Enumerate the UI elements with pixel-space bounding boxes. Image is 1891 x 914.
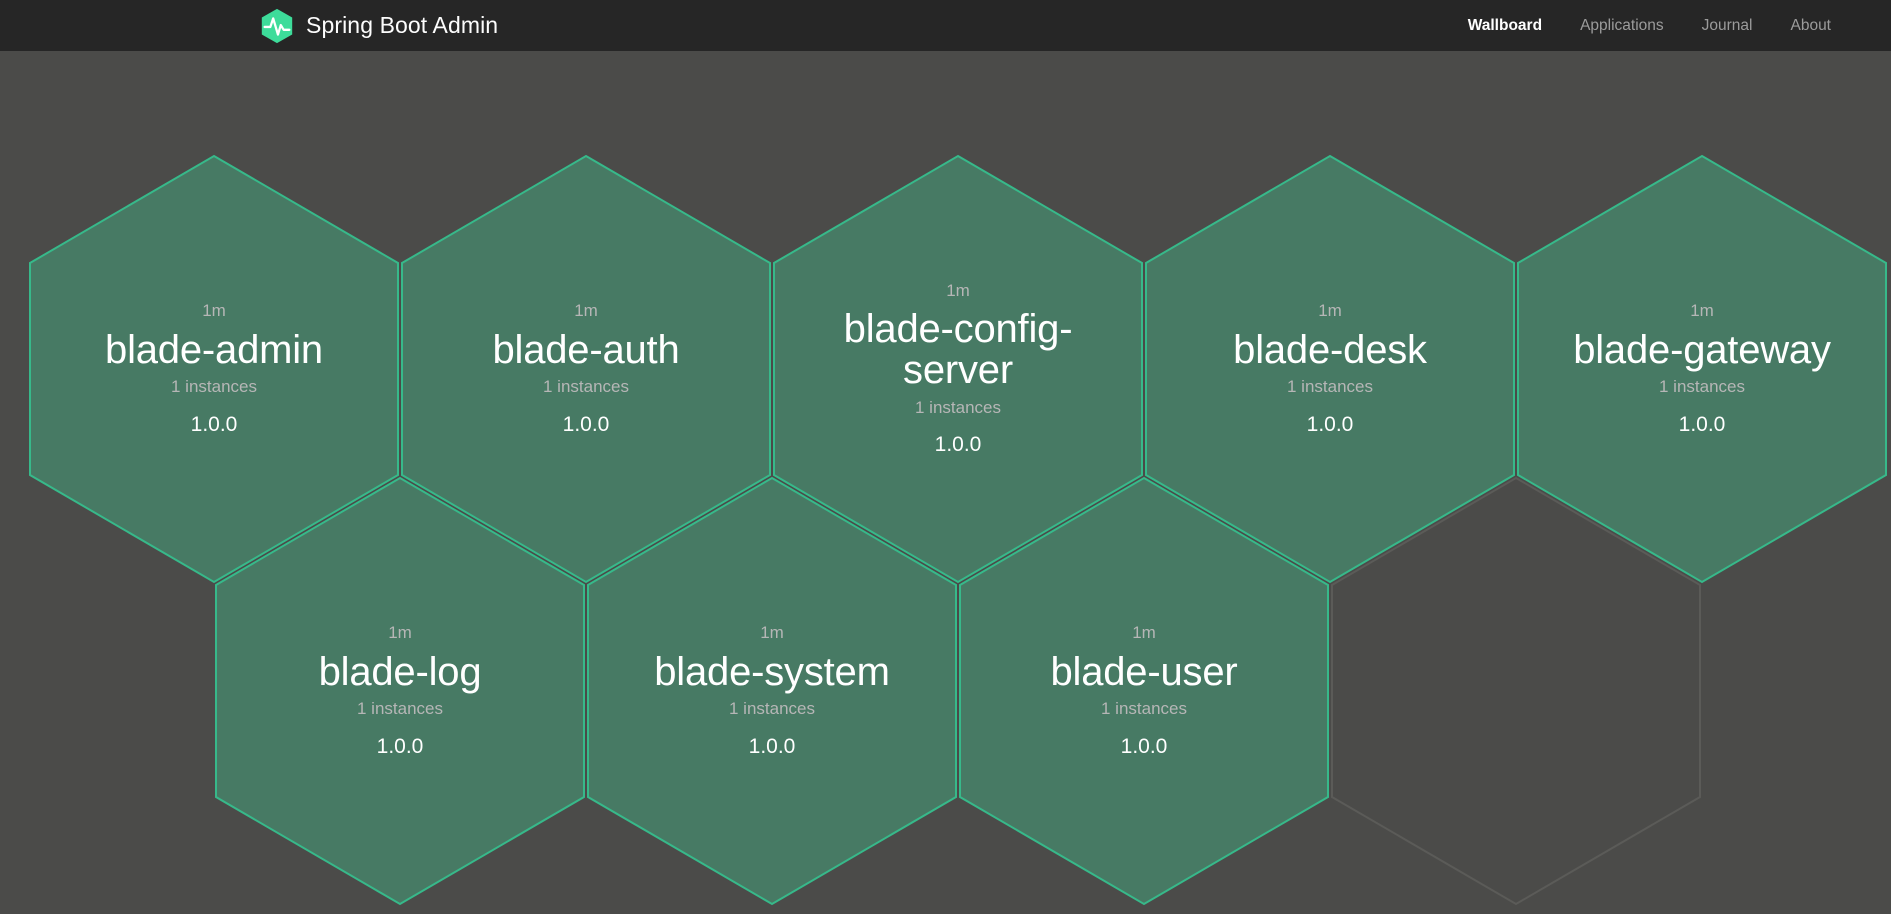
- brand-title: Spring Boot Admin: [306, 12, 499, 38]
- top-navbar: Spring Boot Admin Wallboard Applications…: [0, 0, 1891, 51]
- nav-item-about[interactable]: About: [1790, 16, 1831, 34]
- nav-item-wallboard[interactable]: Wallboard: [1467, 16, 1543, 34]
- hexagon-placeholder: [1330, 476, 1702, 906]
- heartbeat-hexagon-icon: [258, 7, 296, 45]
- nav-item-applications[interactable]: Applications: [1580, 16, 1664, 34]
- brand-link[interactable]: Spring Boot Admin: [258, 7, 498, 45]
- primary-nav: Wallboard Applications Journal About: [1468, 17, 1831, 35]
- nav-item-journal[interactable]: Journal: [1701, 16, 1753, 34]
